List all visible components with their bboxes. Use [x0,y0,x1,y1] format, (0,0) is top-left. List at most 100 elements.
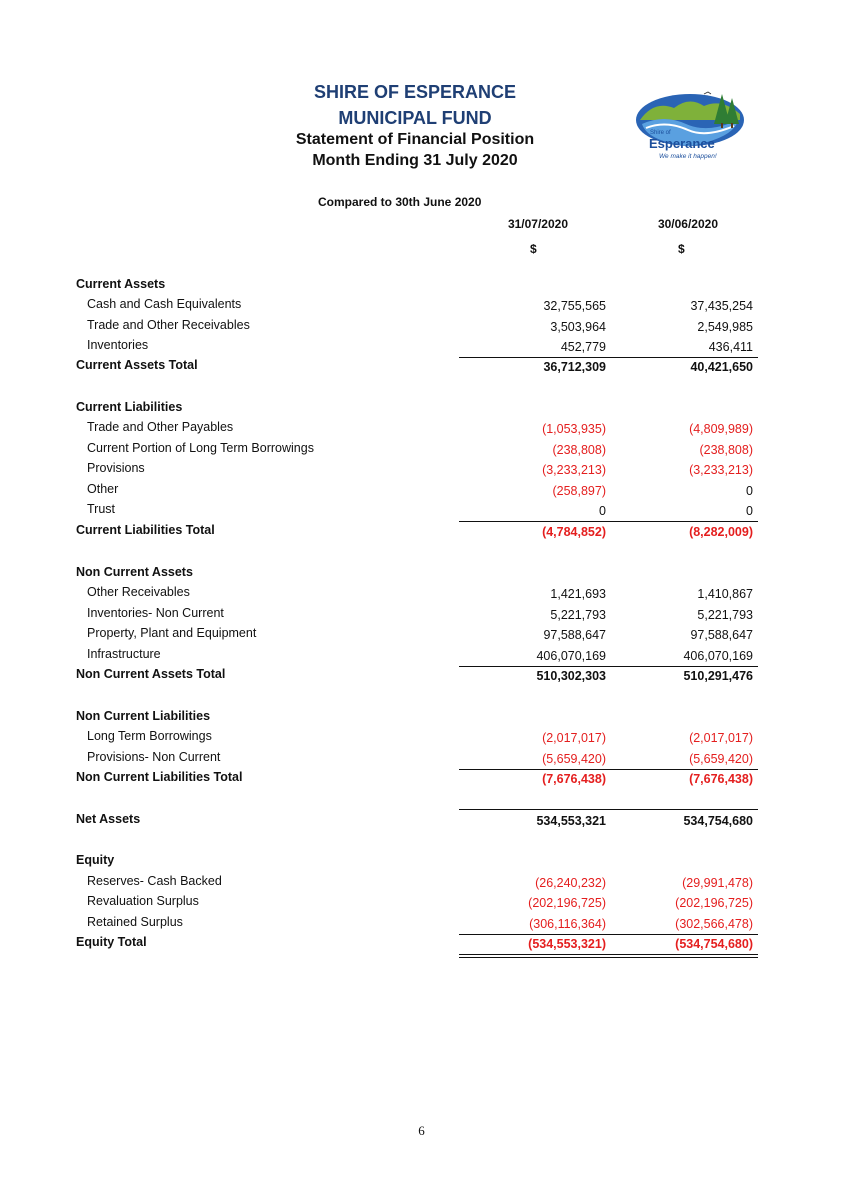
table-row: Other Receivables 1,421,693 1,410,867 [0,585,843,605]
column-header-prior: 30/06/2020 [657,217,718,231]
table-row: Retained Surplus (306,116,364) (302,566,… [0,915,843,935]
value-prior: (5,659,420) [689,752,753,766]
total-current: (534,553,321) [528,937,606,951]
net-assets-row: Net Assets 534,553,321 534,754,680 [0,812,843,832]
net-assets-current: 534,553,321 [536,814,606,828]
value-prior: (2,017,017) [689,731,753,745]
table-row: Reserves- Cash Backed (26,240,232) (29,9… [0,874,843,894]
subtotal-rule [609,521,758,522]
subtotal-rule [459,934,610,935]
value-current: 32,755,565 [543,299,606,313]
subtotal-rule [459,521,610,522]
value-prior: (302,566,478) [675,917,753,931]
section-title-current-liabilities: Current Liabilities [0,400,843,420]
table-row: Revaluation Surplus (202,196,725) (202,1… [0,894,843,914]
row-label: Trade and Other Receivables [87,318,250,332]
double-rule-top [459,954,610,955]
table-row: Trust 0 0 [0,502,843,522]
value-prior: 0 [746,504,753,518]
table-row: Other (258,897) 0 [0,482,843,502]
value-prior: (29,991,478) [682,876,753,890]
value-prior: (238,808) [699,443,753,457]
section-title-current-assets: Current Assets [0,277,843,297]
table-row: Inventories- Non Current 5,221,793 5,221… [0,606,843,626]
total-label: Equity Total [76,935,147,949]
row-label: Retained Surplus [87,915,183,929]
logo-name: Esperance [649,136,715,151]
total-label: Current Liabilities Total [76,523,215,537]
total-current: (4,784,852) [542,525,606,539]
table-row: Cash and Cash Equivalents 32,755,565 37,… [0,297,843,317]
value-prior: (3,233,213) [689,463,753,477]
value-prior: 2,549,985 [697,320,753,334]
value-current: 1,421,693 [550,587,606,601]
total-current: (7,676,438) [542,772,606,786]
row-label: Revaluation Surplus [87,894,199,908]
total-row: Non Current Assets Total 510,302,303 510… [0,667,843,687]
section-title-non-current-liabilities: Non Current Liabilities [0,709,843,729]
table-row: Infrastructure 406,070,169 406,070,169 [0,647,843,667]
net-assets-label: Net Assets [76,812,141,826]
total-label: Current Assets Total [76,358,198,372]
row-label: Other Receivables [87,585,190,599]
section-label: Current Liabilities [76,400,183,414]
value-prior: 0 [746,484,753,498]
value-prior: (4,809,989) [689,422,753,436]
table-row: Property, Plant and Equipment 97,588,647… [0,626,843,646]
value-prior: 37,435,254 [690,299,753,313]
column-header-current: 31/07/2020 [507,217,568,231]
value-current: (5,659,420) [542,752,606,766]
comparison-title: Compared to 30th June 2020 [318,195,482,209]
title-shire: SHIRE OF ESPERANCE [313,82,517,102]
logo-tagline: We make it happen! [659,153,717,160]
value-current: 406,070,169 [536,649,606,663]
shire-logo-icon [636,91,744,146]
value-prior: 436,411 [708,340,753,354]
subtotal-rule [609,934,758,935]
subtotal-rule [459,666,610,667]
value-prior: (202,196,725) [675,896,753,910]
row-label: Inventories [87,338,149,352]
net-assets-prior: 534,754,680 [683,814,753,828]
total-prior: (534,754,680) [675,937,753,951]
subtotal-rule [609,666,758,667]
value-current: (258,897) [552,484,606,498]
total-row: Equity Total (534,553,321) (534,754,680) [0,935,843,955]
table-row: Trade and Other Receivables 3,503,964 2,… [0,318,843,338]
value-current: (26,240,232) [535,876,606,890]
double-rule-bottom [459,957,610,958]
total-prior: (8,282,009) [689,525,753,539]
row-label: Cash and Cash Equivalents [87,297,242,311]
section-label: Non Current Liabilities [76,709,211,723]
table-row: Trade and Other Payables (1,053,935) (4,… [0,420,843,440]
section-label: Equity [76,853,115,867]
value-current: (1,053,935) [542,422,606,436]
subtotal-rule [459,357,610,358]
total-row: Current Liabilities Total (4,784,852) (8… [0,523,843,543]
currency-prior: $ [678,242,685,256]
row-label: Infrastructure [87,647,161,661]
value-prior: 406,070,169 [683,649,753,663]
title-statement: Statement of Financial Position [295,131,535,148]
section-label: Current Assets [76,277,166,291]
value-current: (306,116,364) [529,917,606,931]
table-row: Inventories 452,779 436,411 [0,338,843,358]
value-current: (238,808) [552,443,606,457]
section-title-non-current-assets: Non Current Assets [0,565,843,585]
net-assets-rule [609,809,758,810]
value-prior: 1,410,867 [697,587,753,601]
value-current: 97,588,647 [543,628,606,642]
total-prior: (7,676,438) [689,772,753,786]
total-row: Current Assets Total 36,712,309 40,421,6… [0,358,843,378]
double-rule-top [609,954,758,955]
total-current: 36,712,309 [543,360,606,374]
value-prior: 5,221,793 [697,608,753,622]
value-current: (202,196,725) [528,896,606,910]
value-current: (2,017,017) [542,731,606,745]
section-label: Non Current Assets [76,565,193,579]
row-label: Long Term Borrowings [87,729,212,743]
row-label: Trust [87,502,116,516]
title-fund: MUNICIPAL FUND [338,108,492,128]
logo-small-text: Shire of [650,130,671,136]
row-label: Inventories- Non Current [87,606,224,620]
